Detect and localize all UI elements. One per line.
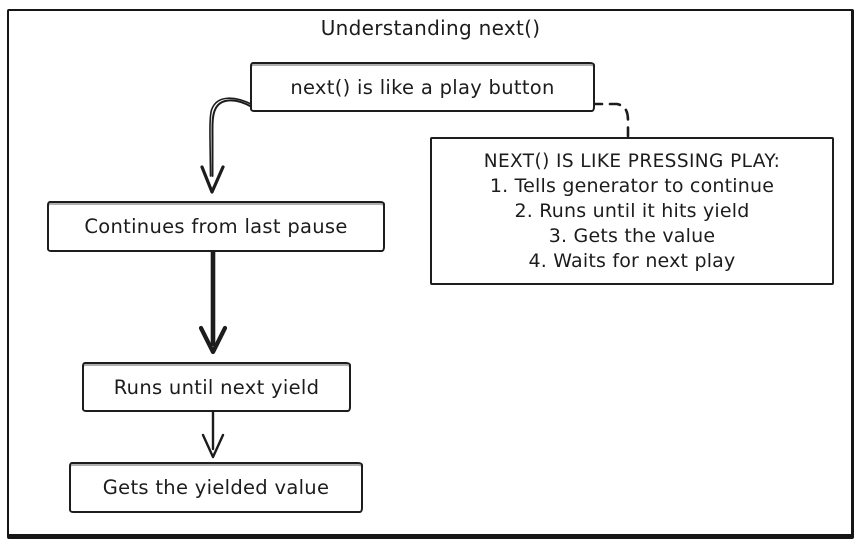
flow-box-gets-value: Gets the yielded value [69, 462, 363, 513]
flow-box-runs-until-yield: Runs until next yield [82, 362, 351, 412]
flow-box-gets-value-label: Gets the yielded value [102, 476, 330, 499]
flow-box-play-button: next() is like a play button [250, 62, 595, 112]
flow-box-continues: Continues from last pause [47, 201, 385, 252]
note-heading: NEXT() IS LIKE PRESSING PLAY: [483, 150, 781, 172]
note-item-1: 1. Tells generator to continue [489, 174, 775, 197]
note-item-4: 4. Waits for next play [528, 249, 736, 272]
note-item-3: 3. Gets the value [548, 224, 716, 247]
note-item-2: 2. Runs until it hits yield [514, 199, 750, 222]
arrow-runs-to-gets-icon [201, 407, 225, 459]
arrow-play-to-continues-icon [200, 97, 253, 194]
diagram-title: Understanding next() [320, 16, 541, 40]
flow-box-runs-until-yield-label: Runs until next yield [113, 375, 320, 399]
flow-box-play-button-label: next() is like a play button [290, 75, 555, 99]
note-box: NEXT() IS LIKE PRESSING PLAY: 1. Tells g… [430, 137, 834, 285]
dashed-connector-play-to-note-icon [590, 102, 630, 138]
flow-box-continues-label: Continues from last pause [84, 215, 348, 238]
arrow-continues-to-runs-icon [198, 246, 228, 355]
